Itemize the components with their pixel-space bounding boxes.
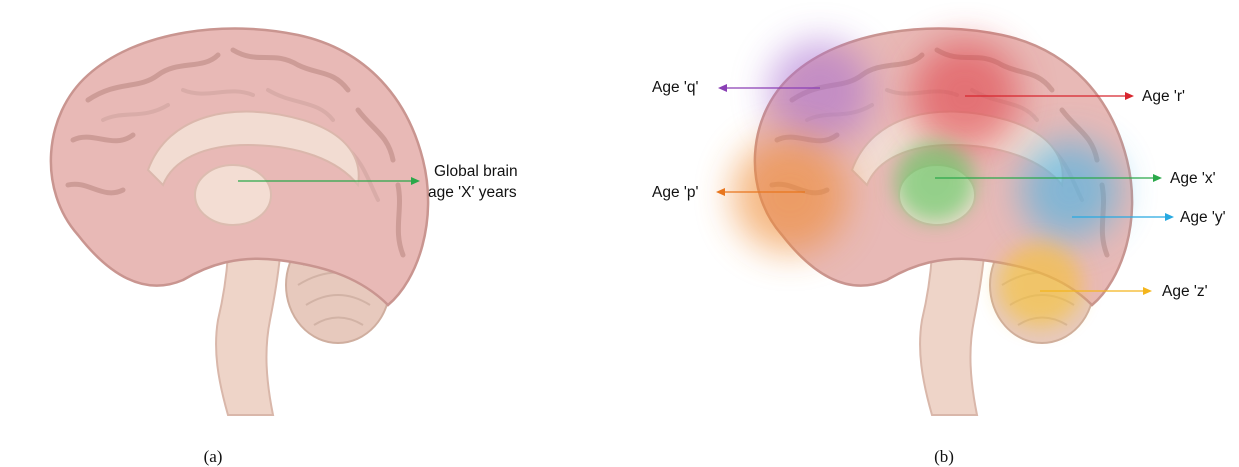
region-p-highlight: [732, 137, 848, 253]
region-x-highlight: [895, 142, 975, 222]
age-label-x: Age 'x': [1170, 170, 1216, 187]
region-r-highlight: [910, 40, 1020, 150]
caption-b: (b): [934, 447, 954, 466]
arrowhead-z: [1143, 287, 1152, 295]
age-label-p: Age 'p': [652, 184, 698, 201]
age-label-y: Age 'y': [1180, 209, 1226, 226]
region-z-highlight: [998, 243, 1082, 327]
panel-a: Global brain age 'X' years (a): [51, 28, 518, 466]
age-label-q: Age 'q': [652, 79, 698, 96]
global-age-label-line2: age 'X' years: [428, 184, 517, 201]
arrowhead-y: [1165, 213, 1174, 221]
panel-b: Age 'q' Age 'r' Age 'p' Age 'x' Age 'y' …: [652, 28, 1226, 466]
age-label-z: Age 'z': [1162, 283, 1208, 300]
age-label-r: Age 'r': [1142, 88, 1185, 105]
arrowhead-p: [716, 188, 725, 196]
arrowhead-x: [1153, 174, 1162, 182]
arrowhead-q: [718, 84, 727, 92]
arrowhead-r: [1125, 92, 1134, 100]
region-y-highlight: [1020, 140, 1120, 240]
region-q-highlight: [768, 40, 872, 144]
caption-a: (a): [204, 447, 223, 466]
brain-image-a: [51, 28, 428, 415]
global-age-label-line1: Global brain: [434, 163, 518, 180]
